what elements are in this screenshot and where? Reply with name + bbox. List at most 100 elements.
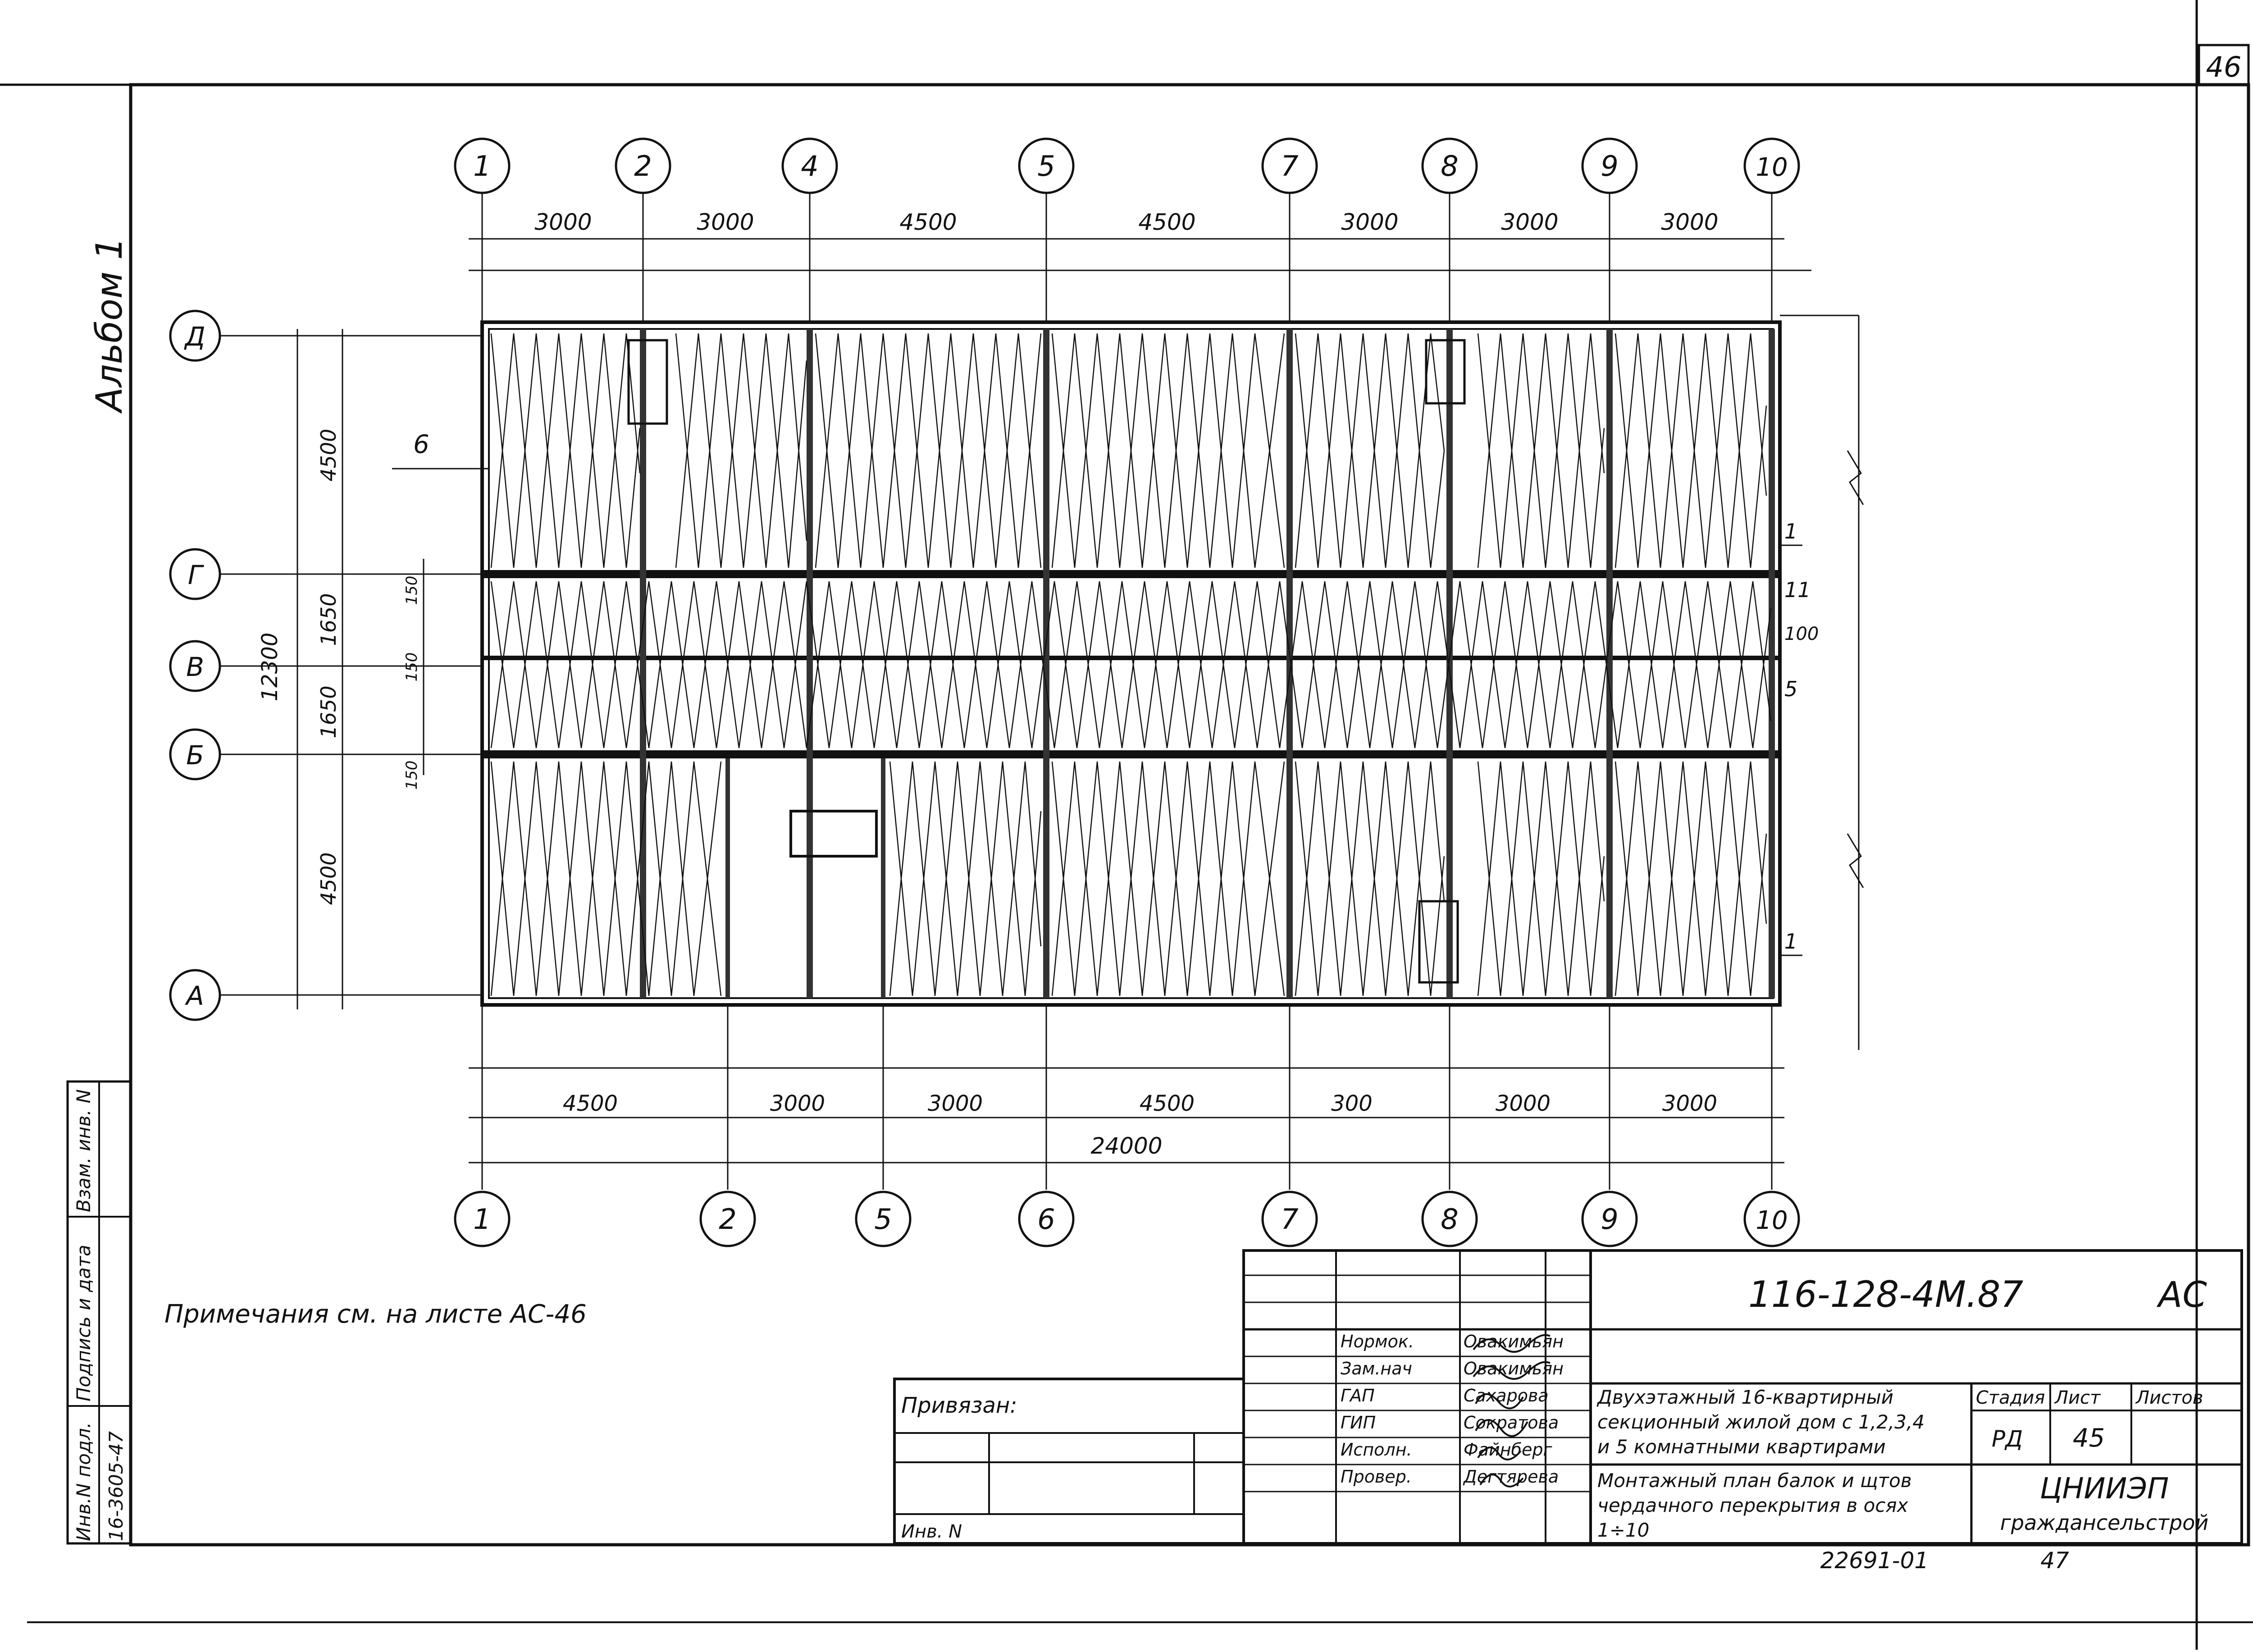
- axis-top-5: 7: [1281, 150, 1298, 183]
- signature-2: [1473, 1361, 1551, 1380]
- project-title-1: Двухэтажный 16-квартирный: [1596, 1386, 1893, 1408]
- dim-left-total: 12300: [257, 633, 283, 702]
- name-4: Сократова: [1464, 1413, 1559, 1433]
- tied-label: Привязан:: [901, 1393, 1017, 1418]
- stamp-replace-header: Взам. инв. N: [73, 1089, 95, 1212]
- beam-axis-b: [482, 750, 1780, 758]
- dim-bottom-3: 3000: [928, 1091, 983, 1116]
- axis-left-4: Б: [186, 740, 204, 771]
- top-axes: 1 2 4 5 7 8 9 10 3000 3000 4500 4500 300…: [454, 137, 1811, 322]
- dim-left-4: 150: [403, 653, 421, 682]
- dim-top-5: 3000: [1341, 209, 1398, 235]
- corner-box: [2198, 44, 2250, 86]
- stage-value: РД: [1992, 1426, 2023, 1452]
- dim-bottom-5: 300: [1331, 1091, 1373, 1116]
- stamp-sign-header: Подпись и дата: [73, 1245, 95, 1401]
- role-6: Провер.: [1341, 1467, 1412, 1487]
- axis-bottom-8: 10: [1756, 1206, 1788, 1235]
- sheet-title-3: 1÷10: [1597, 1519, 1649, 1541]
- dim-left-6: 150: [403, 761, 421, 790]
- right-mark-1: 1: [1784, 519, 1797, 543]
- left-axes: Д Г В Б А 4500 150 1650 150 1650 150 450…: [169, 310, 482, 1021]
- axis-top-8: 10: [1756, 153, 1788, 182]
- dim-left-3: 1650: [316, 593, 341, 646]
- role-5: Исполн.: [1341, 1440, 1412, 1460]
- axis-bottom-3: 5: [874, 1203, 892, 1236]
- inv-label: Инв. N: [901, 1521, 962, 1542]
- right-mark-2: 11: [1784, 578, 1811, 602]
- axis-top-1: 1: [473, 150, 491, 183]
- axis-bottom-4: 6: [1037, 1203, 1055, 1236]
- stamp-inv-value: 16-3605-47: [105, 1431, 127, 1541]
- name-6: Дегтярева: [1463, 1467, 1559, 1487]
- dim-bottom-1: 4500: [563, 1091, 618, 1116]
- signature-1: [1473, 1334, 1551, 1353]
- dim-left-1: 4500: [316, 429, 341, 481]
- beam-axis-g: [482, 570, 1780, 578]
- sheet-title-2: чердачного перекрытия в осях: [1597, 1494, 1909, 1516]
- signature-5: [1477, 1447, 1522, 1460]
- signature-6: [1479, 1474, 1524, 1488]
- signature-4: [1475, 1419, 1528, 1437]
- axis-top-7: 9: [1601, 150, 1618, 183]
- plan-drawing: [480, 315, 1864, 1050]
- bottom-axes: 4500 3000 3000 4500 300 3000 3000 24000 …: [454, 1005, 1800, 1247]
- axis-left-2: Г: [188, 560, 205, 590]
- stamp-inv-header: Инв.N подл.: [73, 1422, 95, 1541]
- axis-top-3: 4: [801, 150, 818, 183]
- left-marker: 6: [413, 430, 429, 459]
- dim-bottom-4: 4500: [1140, 1091, 1195, 1116]
- name-3: Сахарова: [1464, 1386, 1549, 1406]
- project-title-3: и 5 комнатными квартирами: [1597, 1436, 1886, 1458]
- dim-top-4: 4500: [1138, 209, 1195, 235]
- signature-3: [1475, 1393, 1524, 1410]
- bottom-code: 22691-01: [1820, 1547, 1929, 1574]
- dim-top-6: 3000: [1501, 209, 1558, 235]
- org-sub: граждансельстрой: [2000, 1511, 2209, 1535]
- dim-top-3: 4500: [899, 209, 957, 235]
- role-1: Нормок.: [1341, 1332, 1414, 1351]
- axis-left-5: А: [184, 981, 204, 1011]
- axis-bottom-5: 7: [1281, 1203, 1298, 1236]
- tied-block: Привязан: Инв. N: [893, 1378, 1245, 1545]
- doc-mark: АС: [2156, 1275, 2207, 1315]
- axis-top-4: 5: [1037, 150, 1055, 183]
- name-5: Файнберг: [1464, 1440, 1552, 1460]
- corner-number: 46: [2206, 50, 2242, 83]
- right-mark-4: 5: [1784, 677, 1797, 701]
- dim-top-7: 3000: [1661, 209, 1718, 235]
- left-stamp: Инв.N подл. 16-3605-47 Подпись и дата Вз…: [66, 1080, 132, 1545]
- sheet-title-1: Монтажный план балок и щтов: [1597, 1469, 1912, 1492]
- title-block: 116-128-4М.87 АС Нормок. Овакимьян Зам.н…: [1242, 1249, 2243, 1545]
- bottom-page: 47: [2040, 1547, 2069, 1574]
- plan-outline: [480, 320, 1782, 1007]
- project-title-2: секционный жилой дом с 1,2,3,4: [1597, 1411, 1925, 1433]
- sheet-number: 45: [2073, 1424, 2105, 1453]
- axis-top-6: 8: [1441, 150, 1458, 183]
- dim-bottom-6: 3000: [1496, 1091, 1551, 1116]
- role-3: ГАП: [1341, 1386, 1375, 1406]
- axis-bottom-6: 8: [1441, 1203, 1458, 1236]
- axis-bottom-1: 1: [473, 1203, 491, 1236]
- axis-left-1: Д: [183, 321, 205, 352]
- axis-left-3: В: [186, 652, 204, 682]
- org-name: ЦНИИЭП: [2040, 1472, 2169, 1506]
- role-2: Зам.нач: [1341, 1359, 1412, 1378]
- axis-bottom-2: 2: [719, 1203, 736, 1236]
- role-4: ГИП: [1341, 1413, 1376, 1433]
- dim-left-5: 1650: [316, 685, 341, 738]
- dim-left-7: 4500: [316, 852, 341, 905]
- dim-bottom-2: 3000: [770, 1091, 825, 1116]
- right-mark-3: 100: [1784, 624, 1819, 644]
- note-text: Примечания см. на листе АС-46: [164, 1300, 587, 1329]
- right-mark-5: 1: [1784, 929, 1797, 954]
- beam-axis-v: [482, 656, 1780, 660]
- sheet-header: Лист: [2054, 1387, 2101, 1408]
- sheets-header: Листов: [2135, 1387, 2203, 1408]
- dim-top-2: 3000: [697, 209, 754, 235]
- album-label: Альбом 1: [88, 237, 130, 414]
- doc-code: 116-128-4М.87: [1748, 1273, 2023, 1315]
- dim-left-2: 150: [403, 576, 421, 605]
